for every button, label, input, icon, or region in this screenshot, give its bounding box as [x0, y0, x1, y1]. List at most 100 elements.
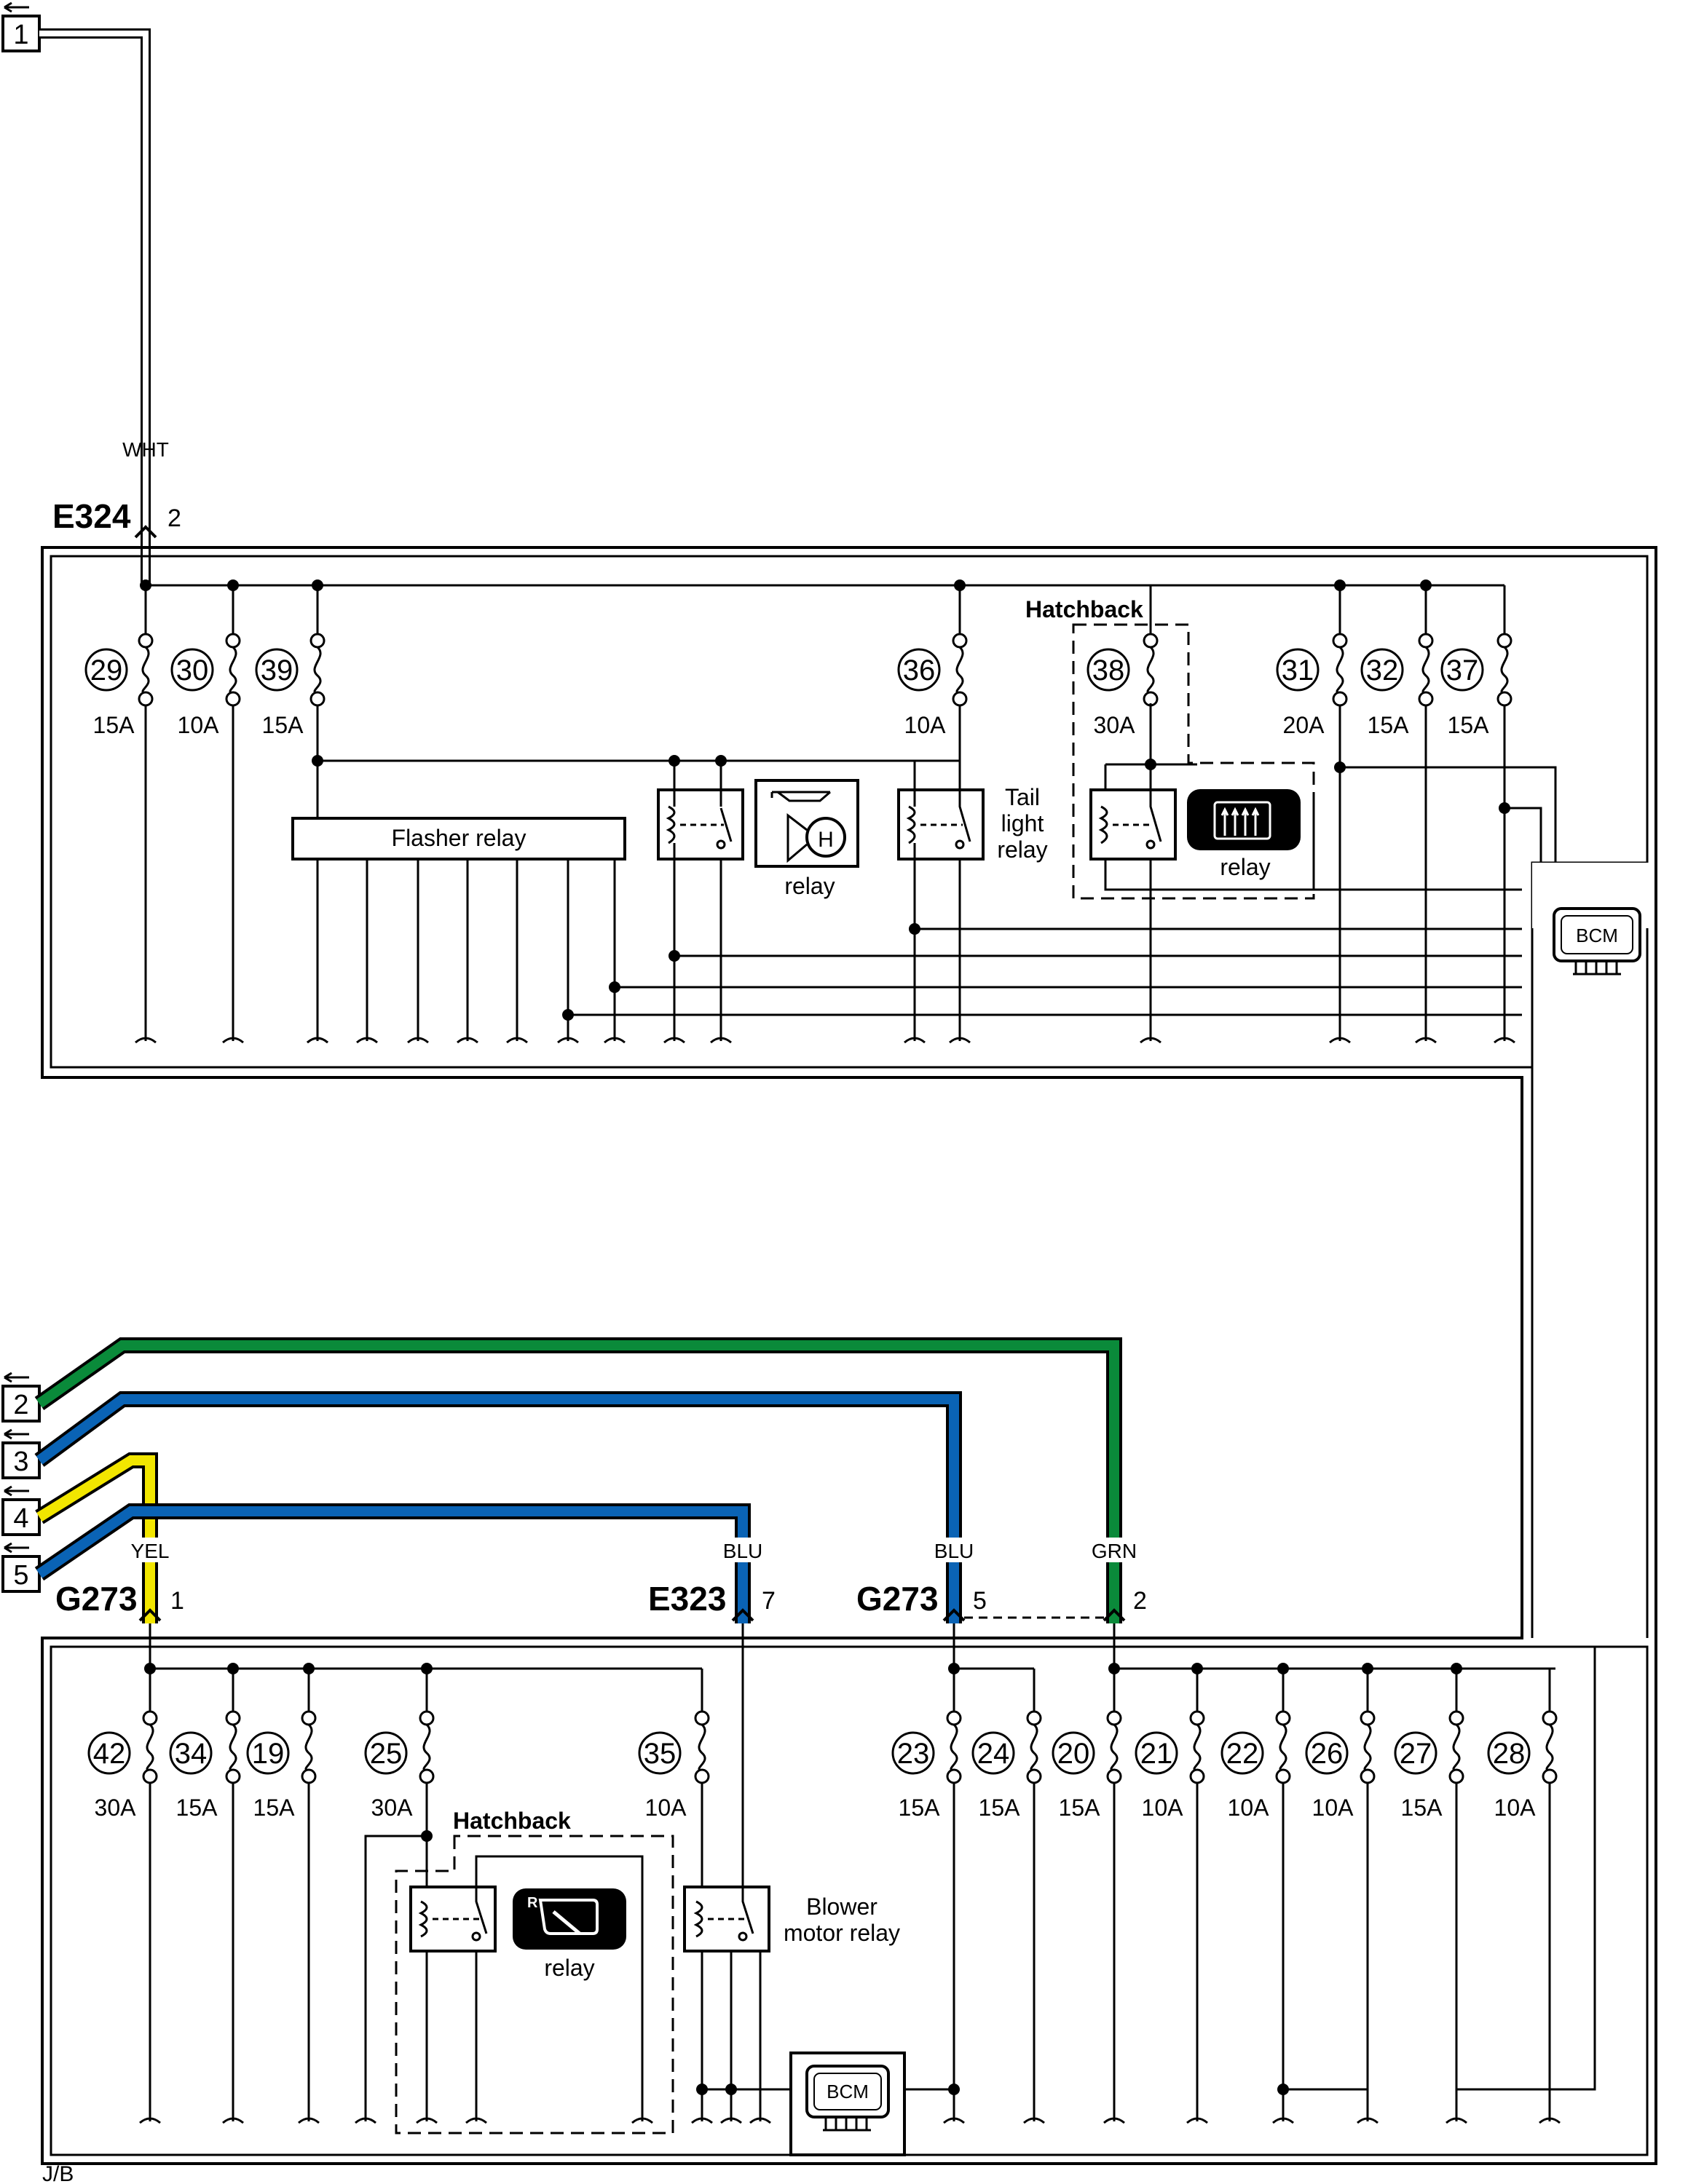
- svg-text:20A: 20A: [1283, 712, 1325, 738]
- svg-text:10A: 10A: [904, 712, 947, 738]
- lower-wiring: [139, 1623, 1596, 2124]
- rear-wiper-relay[interactable]: R relay: [409, 1886, 626, 1981]
- fuse-27: 27 15A: [1394, 1731, 1443, 1821]
- off-page-ref-4[interactable]: 4: [1, 1485, 41, 1536]
- fuse-32: 32 15A: [1360, 648, 1410, 738]
- connector-e324-pin-number: 2: [167, 505, 181, 532]
- svg-text:15A: 15A: [262, 712, 304, 738]
- bcm-module-upper[interactable]: BCM: [1532, 863, 1655, 976]
- svg-text:19: 19: [252, 1738, 285, 1770]
- fuse-25: 25 30A: [364, 1731, 414, 1821]
- off-page-ref-2[interactable]: 2: [1, 1372, 41, 1423]
- grn-wire[interactable]: [34, 1337, 1122, 1623]
- svg-text:Flasher relay: Flasher relay: [392, 825, 526, 851]
- hatchback-rear-wiper-group: Hatchback: [395, 1808, 674, 2134]
- blu-wire-g273-5[interactable]: [34, 1391, 962, 1623]
- svg-text:1: 1: [13, 20, 28, 50]
- svg-text:23: 23: [897, 1738, 930, 1770]
- flasher-relay[interactable]: Flasher relay: [291, 817, 626, 860]
- svg-text:4: 4: [13, 1503, 28, 1534]
- wire-color-yel: YEL: [131, 1540, 170, 1562]
- svg-text:37: 37: [1446, 654, 1479, 687]
- fuse-symbols-upper: [138, 633, 1513, 707]
- tail-light-relay[interactable]: Tail light relay: [897, 784, 1048, 863]
- off-page-ref-3[interactable]: 3: [1, 1428, 41, 1479]
- connector-g273-pin-1: 1: [170, 1587, 184, 1615]
- jb-label: J/B: [42, 2162, 74, 2184]
- svg-text:15A: 15A: [176, 1795, 218, 1821]
- svg-text:22: 22: [1226, 1738, 1259, 1770]
- svg-text:10A: 10A: [1142, 1795, 1184, 1821]
- hatchback-label-lower: Hatchback: [453, 1808, 571, 1834]
- svg-text:10A: 10A: [178, 712, 220, 738]
- svg-text:Tail: Tail: [1005, 784, 1040, 810]
- connector-e324-pin: [134, 525, 157, 539]
- fuse-19: 19 15A: [246, 1731, 296, 1821]
- hatchback-defog-group: Hatchback: [1025, 596, 1315, 900]
- connector-g273-label-1: G273: [55, 1580, 138, 1618]
- connector-e323-label: E323: [648, 1580, 726, 1618]
- svg-text:20: 20: [1057, 1738, 1090, 1770]
- fuse-30: 30 10A: [170, 648, 220, 738]
- defog-relay[interactable]: relay: [1089, 788, 1301, 880]
- blu-wire-e323-7[interactable]: [34, 1503, 751, 1623]
- svg-text:39: 39: [261, 654, 293, 687]
- connector-g273-pin-5: 5: [973, 1587, 987, 1615]
- svg-text:24: 24: [977, 1738, 1010, 1770]
- off-page-ref-5[interactable]: 5: [1, 1542, 41, 1593]
- rear-defog-icon: [1213, 801, 1271, 840]
- svg-text:21: 21: [1140, 1738, 1173, 1770]
- off-page-ref-1[interactable]: 1: [1, 1, 41, 52]
- svg-text:relay: relay: [997, 836, 1047, 863]
- svg-text:motor relay: motor relay: [784, 1920, 900, 1946]
- svg-text:15A: 15A: [1368, 712, 1410, 738]
- svg-text:relay: relay: [1220, 854, 1270, 880]
- fuse-34: 34 15A: [169, 1731, 218, 1821]
- svg-text:30: 30: [176, 654, 209, 687]
- svg-text:32: 32: [1366, 654, 1399, 687]
- wht-wire[interactable]: [39, 28, 151, 582]
- svg-text:10A: 10A: [645, 1795, 687, 1821]
- rear-wiper-icon: R: [527, 1895, 538, 1911]
- svg-text:27: 27: [1400, 1738, 1432, 1770]
- horn-icon: H: [818, 828, 834, 852]
- connector-g273-pin-2: 2: [1133, 1587, 1147, 1615]
- svg-text:28: 28: [1493, 1738, 1526, 1770]
- wire-color-wht: WHT: [122, 438, 169, 461]
- connector-e324-label: E324: [52, 497, 131, 535]
- connector-g273-label-5: G273: [856, 1580, 939, 1618]
- fuse-39: 39 15A: [255, 648, 304, 738]
- svg-text:34: 34: [175, 1738, 208, 1770]
- svg-text:42: 42: [93, 1738, 126, 1770]
- svg-text:3: 3: [13, 1447, 28, 1477]
- svg-text:15A: 15A: [253, 1795, 296, 1821]
- svg-text:30A: 30A: [1094, 712, 1136, 738]
- bcm-module-lower[interactable]: BCM: [789, 2052, 906, 2156]
- blower-motor-relay[interactable]: Blower motor relay: [683, 1886, 900, 1952]
- svg-text:26: 26: [1311, 1738, 1344, 1770]
- svg-text:30A: 30A: [371, 1795, 414, 1821]
- fuse-28: 28 10A: [1487, 1731, 1537, 1821]
- svg-text:25: 25: [370, 1738, 403, 1770]
- svg-text:BCM: BCM: [1576, 925, 1618, 946]
- fuse-symbols-lower: [142, 1710, 1558, 1784]
- svg-text:29: 29: [90, 654, 123, 687]
- svg-text:relay: relay: [784, 873, 835, 899]
- wire-color-blu-g273: BLU: [934, 1540, 974, 1562]
- fuse-24: 24 15A: [971, 1731, 1021, 1821]
- svg-text:10A: 10A: [1494, 1795, 1537, 1821]
- svg-text:15A: 15A: [1401, 1795, 1443, 1821]
- horn-relay[interactable]: H relay: [657, 779, 859, 899]
- svg-text:15A: 15A: [979, 1795, 1021, 1821]
